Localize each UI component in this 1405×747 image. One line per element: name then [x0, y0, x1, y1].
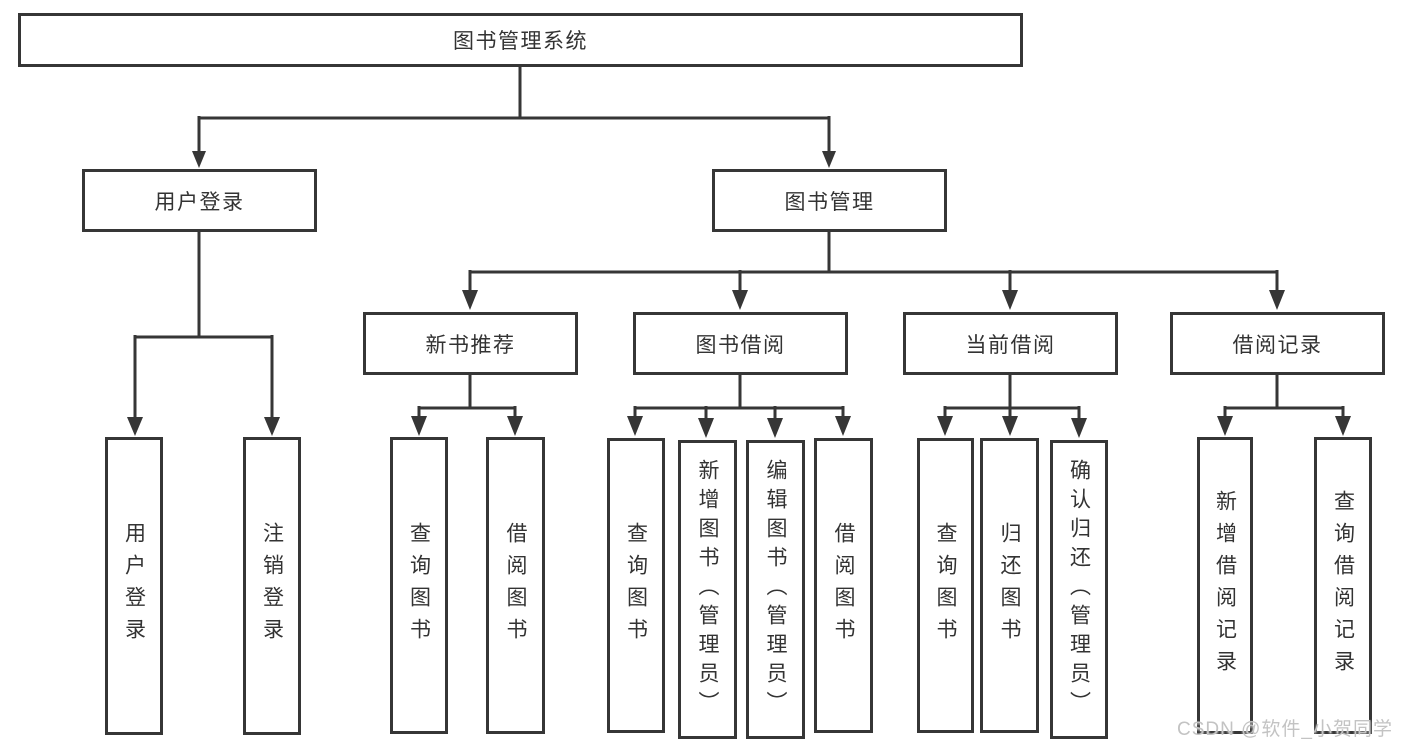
node-root: 图书管理系统 — [18, 13, 1023, 67]
node-leaf-br-query-record-label: 查询借阅记录 — [1331, 489, 1355, 682]
node-leaf-br-add-record-label: 新增借阅记录 — [1213, 489, 1237, 682]
node-leaf-cb-return-book-label: 归还图书 — [998, 521, 1021, 650]
node-leaf-logout: 注销登录 — [243, 437, 301, 735]
node-borrow-records: 借阅记录 — [1170, 312, 1385, 375]
node-leaf-bb-edit-book-admin: 编辑图书（管理员） — [746, 440, 805, 739]
node-book-management: 图书管理 — [712, 169, 947, 232]
node-leaf-bb-borrow-book-label: 借阅图书 — [832, 521, 855, 650]
node-new-book-recommend-label: 新书推荐 — [425, 333, 516, 357]
node-leaf-user-login: 用户登录 — [105, 437, 163, 735]
node-leaf-cb-return-book: 归还图书 — [980, 438, 1039, 733]
node-leaf-logout-label: 注销登录 — [260, 522, 284, 650]
node-leaf-bb-query-book-label: 查询图书 — [624, 521, 648, 650]
node-leaf-bb-add-book-admin-label: 新增图书（管理员） — [696, 459, 719, 720]
node-leaf-nbr-borrow-book: 借阅图书 — [486, 437, 545, 734]
node-leaf-bb-query-book: 查询图书 — [607, 438, 665, 733]
node-current-borrow: 当前借阅 — [903, 312, 1118, 375]
node-book-borrow: 图书借阅 — [633, 312, 848, 375]
node-leaf-cb-query-book: 查询图书 — [917, 438, 974, 733]
node-root-label: 图书管理系统 — [453, 30, 588, 53]
node-book-management-label: 图书管理 — [784, 190, 875, 214]
node-current-borrow-label: 当前借阅 — [965, 333, 1056, 357]
node-leaf-nbr-query-book: 查询图书 — [390, 437, 448, 734]
node-leaf-cb-confirm-return-admin: 确认归还（管理员） — [1050, 440, 1108, 739]
csdn-watermark: CSDN @软件_小贺同学 — [1177, 719, 1393, 740]
node-leaf-cb-confirm-return-admin-label: 确认归还（管理员） — [1067, 459, 1091, 720]
node-leaf-user-login-label: 用户登录 — [122, 522, 146, 650]
node-user-login: 用户登录 — [82, 169, 317, 232]
node-borrow-records-label: 借阅记录 — [1232, 333, 1323, 357]
node-leaf-bb-edit-book-admin-label: 编辑图书（管理员） — [764, 459, 787, 720]
node-user-login-label: 用户登录 — [154, 190, 245, 214]
node-leaf-br-add-record: 新增借阅记录 — [1197, 437, 1253, 734]
node-new-book-recommend: 新书推荐 — [363, 312, 578, 375]
node-leaf-bb-borrow-book: 借阅图书 — [814, 438, 873, 733]
node-leaf-nbr-borrow-book-label: 借阅图书 — [504, 521, 527, 650]
node-leaf-nbr-query-book-label: 查询图书 — [407, 521, 431, 650]
node-book-borrow-label: 图书借阅 — [695, 333, 786, 357]
node-leaf-cb-query-book-label: 查询图书 — [934, 521, 957, 650]
node-leaf-bb-add-book-admin: 新增图书（管理员） — [678, 440, 737, 739]
node-leaf-br-query-record: 查询借阅记录 — [1314, 437, 1372, 734]
